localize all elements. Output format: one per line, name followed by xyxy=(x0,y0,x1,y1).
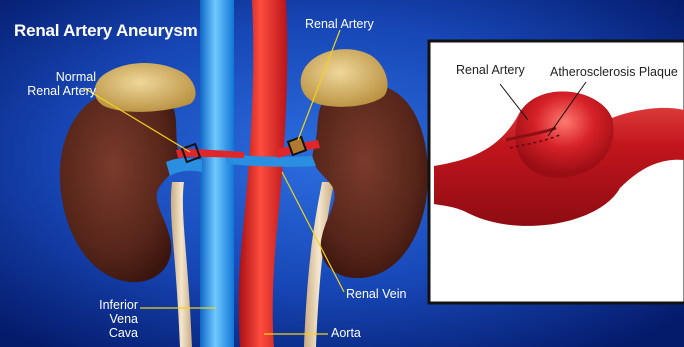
label-inferior-vena-cava: Inferior Vena Cava xyxy=(84,298,138,340)
label-normal-renal-artery: Normal Renal Artery xyxy=(8,70,96,98)
label-renal-artery: Renal Artery xyxy=(305,17,374,31)
label-renal-vein: Renal Vein xyxy=(346,287,406,301)
inset-panel xyxy=(429,41,684,303)
vena-cava-vessel xyxy=(200,0,234,347)
label-aorta: Aorta xyxy=(331,326,361,340)
inset-label-renal-artery: Renal Artery xyxy=(456,63,525,77)
inset-label-plaque: Atherosclerosis Plaque xyxy=(550,65,678,79)
diagram-title: Renal Artery Aneurysm xyxy=(14,21,198,41)
